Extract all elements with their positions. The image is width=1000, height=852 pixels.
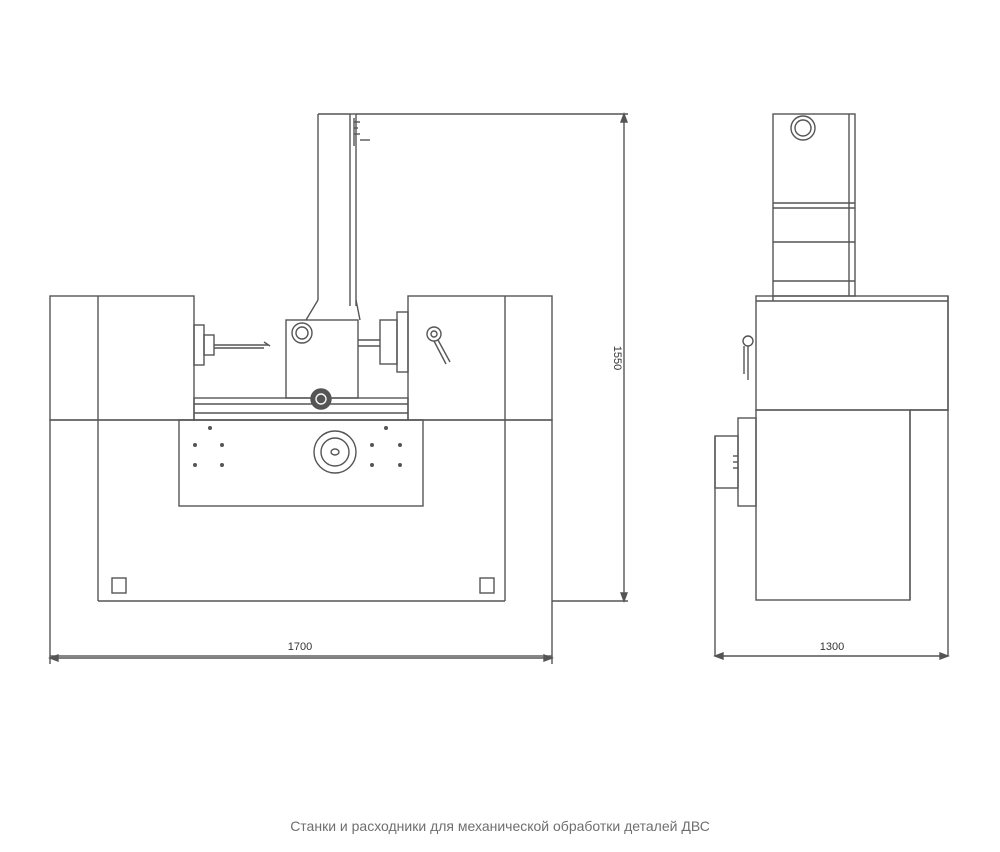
feed-knob-icon bbox=[310, 388, 332, 410]
front-base-outer bbox=[49, 419, 553, 657]
front-right-head bbox=[407, 295, 553, 421]
panel-handwheel-icon bbox=[313, 430, 357, 474]
front-dimensions bbox=[48, 112, 629, 664]
control-panel bbox=[178, 419, 424, 507]
side-base bbox=[755, 409, 911, 601]
spindle-hole-icon bbox=[291, 322, 313, 344]
caption: Станки и расходники для механической обр… bbox=[290, 818, 710, 834]
dim-height: 1550 bbox=[611, 346, 623, 370]
dim-side-width: 1300 bbox=[820, 641, 844, 653]
panel-indicators bbox=[193, 426, 402, 467]
side-view bbox=[714, 113, 949, 656]
front-foot-right bbox=[479, 577, 495, 594]
lever-handle-icon bbox=[426, 326, 442, 342]
front-table bbox=[193, 397, 409, 421]
front-view bbox=[49, 113, 553, 657]
front-foot-left bbox=[111, 577, 127, 594]
side-column-hole-icon bbox=[790, 115, 816, 141]
side-column bbox=[772, 113, 856, 297]
dim-front-width: 1700 bbox=[288, 641, 312, 653]
side-panel bbox=[737, 417, 757, 507]
front-left-head bbox=[49, 295, 195, 421]
side-dimensions bbox=[713, 651, 950, 661]
side-head bbox=[755, 295, 949, 411]
